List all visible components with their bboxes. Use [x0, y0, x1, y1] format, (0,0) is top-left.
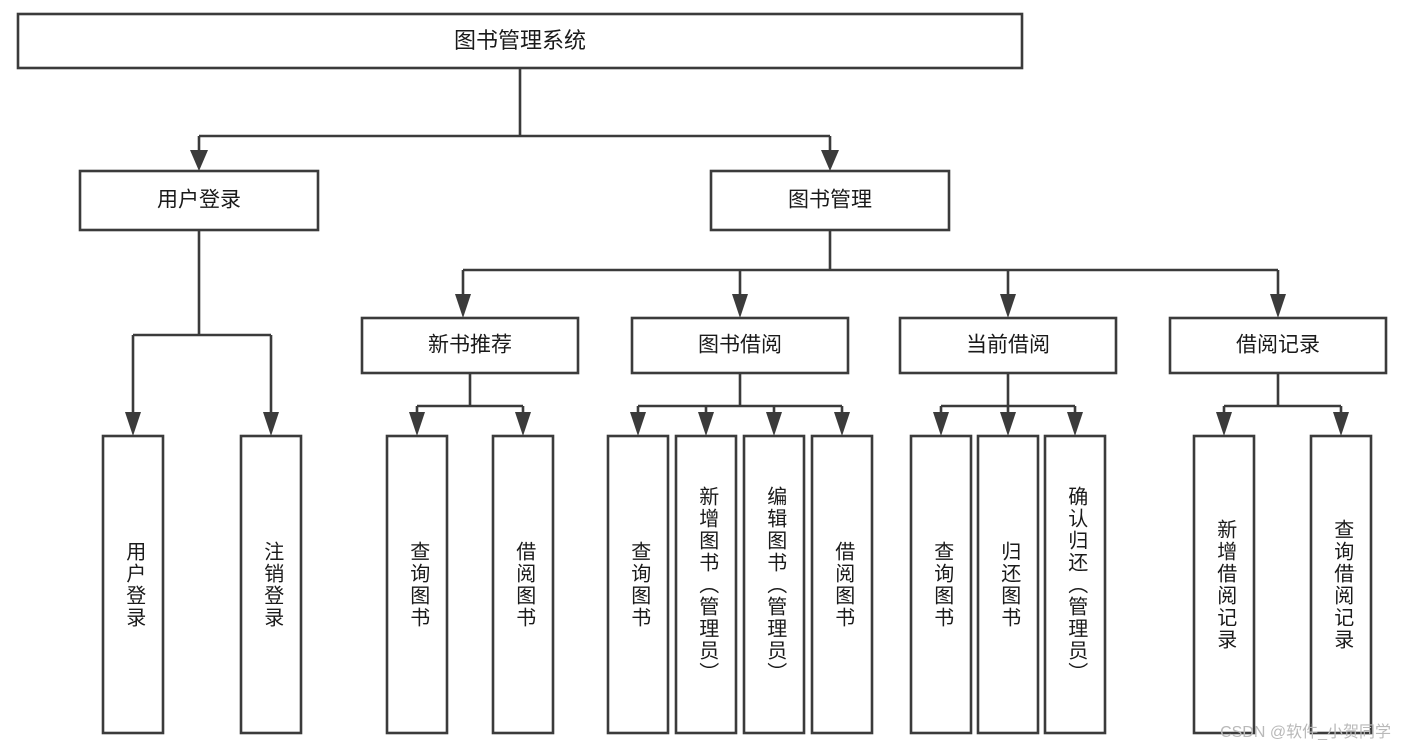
node-leaf-query-book-2[interactable]: 查询图书	[606, 434, 670, 735]
arrow-to-leaf-edit-book	[766, 412, 782, 436]
node-leaf-return-book[interactable]: 归还图书	[976, 434, 1040, 735]
node-leaf-query-book-3-box[interactable]	[909, 434, 973, 735]
node-new-book-recommend-box[interactable]	[360, 316, 580, 375]
node-leaf-add-record[interactable]: 新增借阅记录	[1192, 434, 1256, 735]
arrow-to-leaf-query-record	[1333, 412, 1349, 436]
node-leaf-borrow-book-2-label: 借阅图书	[832, 541, 855, 629]
arrow-to-leaf-query-book-3	[933, 412, 949, 436]
node-leaf-add-book-box[interactable]	[674, 434, 738, 735]
arrow-to-book-borrow	[732, 294, 748, 318]
node-leaf-add-book[interactable]: 新增图书（管理员）	[674, 434, 738, 735]
arrow-to-leaf-user-login	[125, 412, 141, 436]
node-borrow-record[interactable]: 借阅记录	[1168, 316, 1388, 375]
arrow-to-new-book-recommend	[455, 294, 471, 318]
arrow-to-leaf-borrow-book-1	[515, 412, 531, 436]
node-leaf-query-book-1[interactable]: 查询图书	[385, 434, 449, 735]
node-current-borrow[interactable]: 当前借阅	[898, 316, 1118, 375]
node-leaf-query-record-label: 查询借阅记录	[1331, 519, 1354, 651]
node-leaf-edit-book-label: 编辑图书（管理员）	[764, 486, 787, 684]
node-leaf-edit-book[interactable]: 编辑图书（管理员）	[742, 434, 806, 735]
node-leaf-user-login-label: 用户登录	[123, 541, 146, 629]
node-leaf-add-book-label: 新增图书（管理员）	[696, 486, 719, 684]
node-leaf-borrow-book-2[interactable]: 借阅图书	[810, 434, 874, 735]
arrow-to-leaf-add-book	[698, 412, 714, 436]
node-leaf-query-record[interactable]: 查询借阅记录	[1309, 434, 1373, 735]
arrow-root-to-book-management	[821, 150, 839, 171]
arrow-root-to-user-login	[190, 150, 208, 171]
node-new-book-recommend[interactable]: 新书推荐	[360, 316, 580, 375]
node-book-borrow[interactable]: 图书借阅	[630, 316, 850, 375]
arrow-to-current-borrow	[1000, 294, 1016, 318]
node-leaf-user-logout-label: 注销登录	[261, 541, 284, 629]
arrow-to-leaf-user-logout	[263, 412, 279, 436]
node-leaf-add-record-box[interactable]	[1192, 434, 1256, 735]
node-root[interactable]: 图书管理系统	[16, 12, 1024, 70]
node-leaf-confirm-return-label: 确认归还（管理员）	[1065, 486, 1088, 684]
node-leaf-query-book-1-label: 查询图书	[407, 541, 430, 629]
node-root-label: 图书管理系统	[454, 28, 586, 53]
arrow-to-leaf-query-book-2	[630, 412, 646, 436]
arrow-to-leaf-return-book	[1000, 412, 1016, 436]
node-leaf-query-record-box[interactable]	[1309, 434, 1373, 735]
node-root-box[interactable]	[16, 12, 1024, 70]
node-leaf-query-book-2-box[interactable]	[606, 434, 670, 735]
node-current-borrow-label: 当前借阅	[966, 334, 1050, 357]
node-leaf-user-login-box[interactable]	[101, 434, 165, 735]
node-leaf-user-logout-box[interactable]	[239, 434, 303, 735]
arrow-to-leaf-add-record	[1216, 412, 1232, 436]
node-leaf-confirm-return[interactable]: 确认归还（管理员）	[1043, 434, 1107, 735]
node-book-management-label: 图书管理	[788, 189, 872, 212]
arrow-to-borrow-record	[1270, 294, 1286, 318]
node-new-book-recommend-label: 新书推荐	[428, 334, 512, 357]
node-leaf-borrow-book-1-label: 借阅图书	[513, 541, 536, 629]
node-book-management[interactable]: 图书管理	[709, 169, 951, 232]
node-borrow-record-box[interactable]	[1168, 316, 1388, 375]
node-user-login[interactable]: 用户登录	[78, 169, 320, 232]
node-leaf-query-book-3-label: 查询图书	[931, 541, 954, 629]
node-book-borrow-label: 图书借阅	[698, 334, 782, 357]
node-user-login-label: 用户登录	[157, 189, 241, 212]
node-borrow-record-label: 借阅记录	[1236, 334, 1320, 357]
node-leaf-query-book-1-box[interactable]	[385, 434, 449, 735]
node-book-management-box[interactable]	[709, 169, 951, 232]
node-leaf-user-login[interactable]: 用户登录	[101, 434, 165, 735]
node-leaf-borrow-book-1[interactable]: 借阅图书	[491, 434, 555, 735]
node-leaf-query-book-3[interactable]: 查询图书	[909, 434, 973, 735]
node-leaf-add-record-label: 新增借阅记录	[1214, 519, 1237, 651]
node-user-login-box[interactable]	[78, 169, 320, 232]
node-leaf-user-logout[interactable]: 注销登录	[239, 434, 303, 735]
node-book-borrow-box[interactable]	[630, 316, 850, 375]
connector-layer	[125, 68, 1349, 436]
node-leaf-confirm-return-box[interactable]	[1043, 434, 1107, 735]
arrow-to-leaf-borrow-book-2	[834, 412, 850, 436]
node-leaf-query-book-2-label: 查询图书	[628, 541, 651, 629]
arrow-to-leaf-confirm-return	[1067, 412, 1083, 436]
node-leaf-borrow-book-1-box[interactable]	[491, 434, 555, 735]
node-leaf-return-book-box[interactable]	[976, 434, 1040, 735]
node-leaf-edit-book-box[interactable]	[742, 434, 806, 735]
node-current-borrow-box[interactable]	[898, 316, 1118, 375]
arrow-to-leaf-query-book-1	[409, 412, 425, 436]
node-leaf-return-book-label: 归还图书	[998, 541, 1021, 629]
node-leaf-borrow-book-2-box[interactable]	[810, 434, 874, 735]
